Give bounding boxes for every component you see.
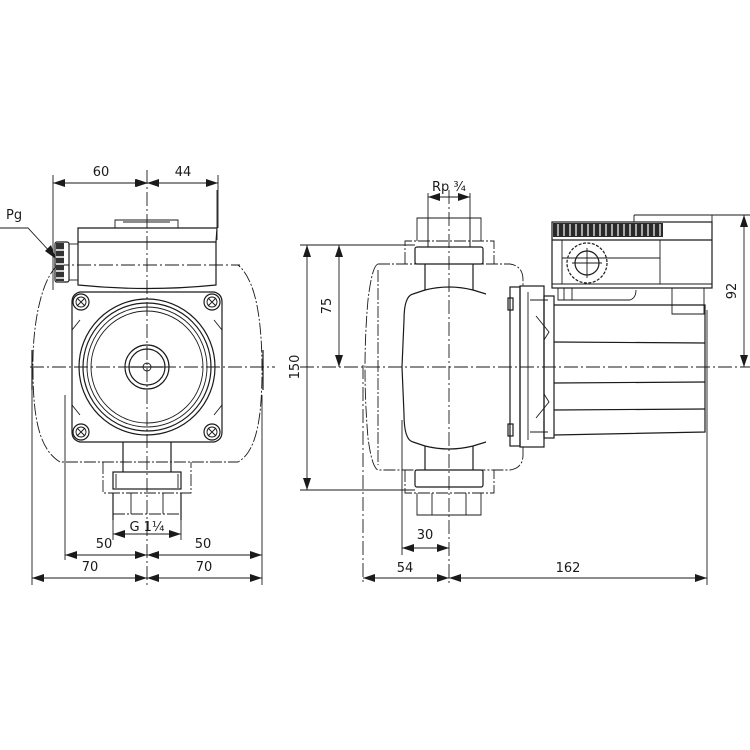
dim-30: 30 <box>417 528 434 543</box>
label-thread-g114: G 1¼ <box>129 520 164 535</box>
dim-54: 54 <box>397 561 414 576</box>
front-dimensions: 60 44 Pg G 1¼ 50 50 70 <box>0 165 263 585</box>
dim-50-right: 50 <box>195 537 212 552</box>
speed-selector-knob <box>566 242 608 284</box>
electronic-module <box>77 190 218 290</box>
dim-44: 44 <box>175 165 192 180</box>
vent-screw <box>124 344 170 390</box>
dim-75: 75 <box>320 298 335 315</box>
module-box <box>551 221 713 289</box>
motor-flange-side <box>507 285 555 448</box>
top-thread-fitting <box>414 246 484 265</box>
flange-screws <box>72 293 221 441</box>
label-pg: Pg <box>6 208 22 223</box>
motor-body <box>553 304 708 585</box>
pump-housing <box>364 217 524 516</box>
motor-outer-ring <box>78 298 216 436</box>
cable-gland <box>54 241 79 283</box>
side-view: Rp ¾ 150 75 92 30 54 <box>288 180 750 585</box>
electronic-module-side <box>551 214 713 315</box>
pipe-connection <box>102 442 192 520</box>
side-dimensions: Rp ¾ 150 75 92 30 54 <box>288 180 750 582</box>
motor-flange <box>71 291 223 443</box>
dim-60: 60 <box>93 165 110 180</box>
dim-70-right: 70 <box>196 560 213 575</box>
housing-outline <box>32 264 263 463</box>
dim-92: 92 <box>725 283 740 300</box>
label-rp34: Rp ¾ <box>432 180 466 195</box>
dim-70-left: 70 <box>82 560 99 575</box>
dim-50-left: 50 <box>96 537 113 552</box>
dim-162: 162 <box>556 561 581 576</box>
dim-150: 150 <box>288 355 303 380</box>
bottom-thread-fitting <box>414 469 484 488</box>
front-view: 60 44 Pg G 1¼ 50 50 70 <box>0 165 275 585</box>
